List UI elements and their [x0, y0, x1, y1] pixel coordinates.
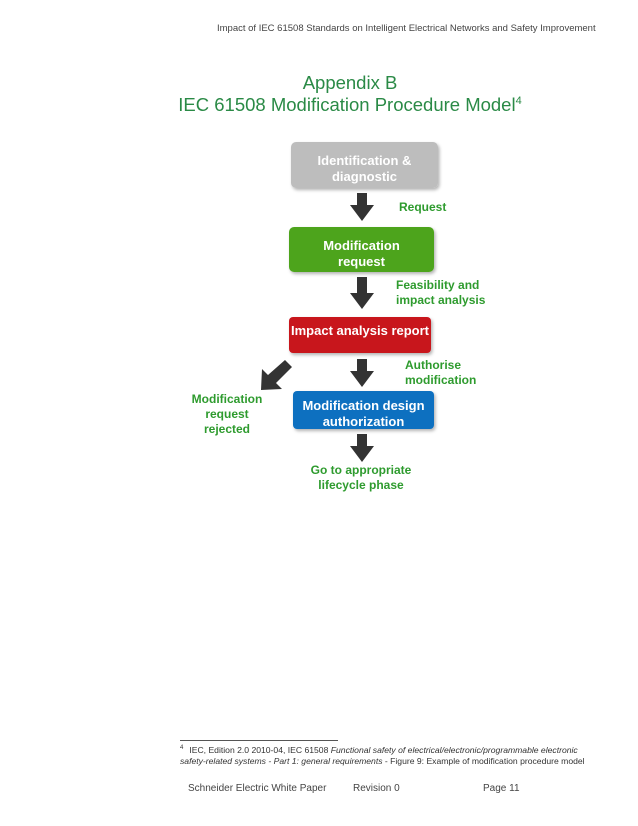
identification-box: [291, 142, 438, 188]
arrow-down-1: [350, 193, 374, 221]
design-authorization-box: [293, 391, 434, 429]
footnote-rule: [180, 740, 338, 741]
running-header: Impact of IEC 61508 Standards on Intelli…: [217, 23, 596, 34]
footnote-text-2: - Figure 9: Example of modification proc…: [382, 755, 585, 766]
footnote-text-italic: Functional safety of electrical/electron…: [180, 744, 578, 766]
appendix-title: IEC 61508 Modification Procedure Model4: [0, 94, 638, 116]
arrow-down-2: [350, 277, 374, 309]
footer-page-number: Page 11: [483, 783, 520, 794]
impact-report-box-text: Impact analysis report: [291, 323, 430, 338]
footnote: 4 IEC, Edition 2.0 2010-04, IEC 61508 Fun…: [180, 743, 600, 767]
modification-request-box: [289, 227, 434, 272]
footer-revision: Revision 0: [353, 783, 400, 794]
identification-box-text: Identification &diagnostic: [318, 153, 412, 184]
appendix-title-text: IEC 61508 Modification Procedure Model: [178, 94, 516, 115]
arrow-down-4: [350, 434, 374, 462]
footnote-text-1: IEC, Edition 2.0 2010-04, IEC 61508: [189, 744, 331, 755]
arrows: [261, 193, 374, 462]
arrow-diagonal-rejected: [261, 360, 292, 390]
footnote-mark: 4: [180, 745, 184, 751]
footnote-ref: 4: [515, 94, 522, 107]
request-label: Request: [399, 200, 446, 214]
footer-company: Schneider Electric White Paper: [188, 783, 327, 794]
appendix-label: Appendix B: [302, 72, 398, 93]
arrow-down-3: [350, 359, 374, 387]
page-title: Appendix B IEC 61508 Modification Proced…: [0, 72, 638, 116]
impact-report-box: [289, 317, 431, 353]
